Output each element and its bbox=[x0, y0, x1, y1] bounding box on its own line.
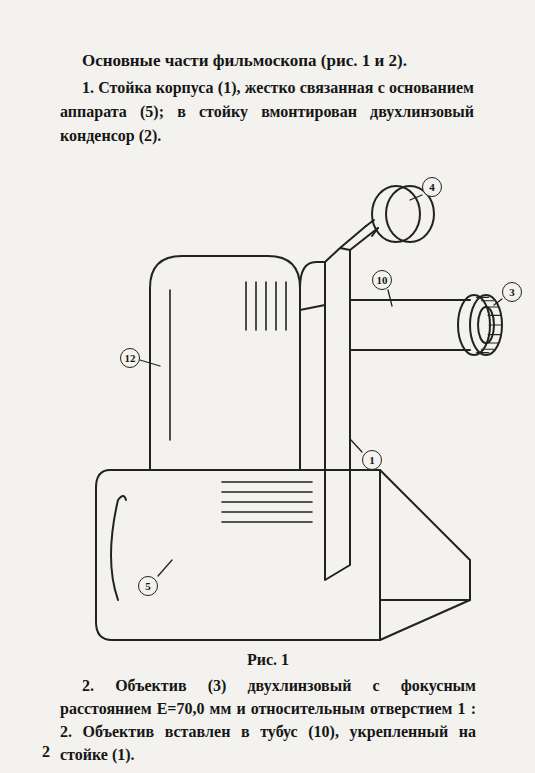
ring-stalk bbox=[366, 220, 378, 236]
knurl-line bbox=[485, 342, 497, 343]
housing-ribs bbox=[170, 282, 286, 440]
knurl-line bbox=[482, 300, 494, 301]
base bbox=[96, 470, 470, 640]
callout-text: 5 bbox=[145, 580, 151, 592]
base-louvers bbox=[222, 482, 312, 522]
knurl-line bbox=[488, 315, 500, 316]
leader-lines bbox=[140, 195, 502, 576]
callout-number: 12 bbox=[120, 348, 140, 368]
condenser-ring bbox=[372, 186, 420, 242]
section-heading: Основные части фильмоскопа (рис. 1 и 2). bbox=[82, 50, 502, 72]
knurl-line bbox=[488, 334, 500, 335]
callout-number: 3 bbox=[502, 282, 522, 302]
lens-knurling bbox=[477, 297, 501, 352]
stand bbox=[325, 250, 350, 580]
callout-text: 4 bbox=[429, 181, 435, 193]
stand-arm bbox=[325, 226, 378, 262]
callout-text: 12 bbox=[125, 352, 136, 364]
page-number: 2 bbox=[42, 742, 50, 762]
figure-caption: Рис. 1 bbox=[247, 650, 289, 670]
housing-side bbox=[300, 262, 325, 470]
callout-text: 3 bbox=[509, 286, 515, 298]
knurl-line bbox=[477, 352, 489, 353]
callout-text: 1 bbox=[369, 454, 375, 466]
callout-number: 10 bbox=[372, 270, 392, 290]
callout-text: 10 bbox=[377, 274, 388, 286]
lens-tube bbox=[300, 300, 470, 350]
base-grip bbox=[111, 496, 126, 600]
callout-number: 4 bbox=[422, 177, 442, 197]
paragraph: 2. Объектив (3) двухлинзовый с фокусным … bbox=[60, 674, 476, 766]
knurl-line bbox=[489, 324, 501, 325]
lamp-housing bbox=[150, 256, 300, 470]
paragraph: 1. Стойка корпуса (1), жестко связанная … bbox=[60, 76, 474, 148]
objective-lens bbox=[470, 295, 502, 355]
knurl-line bbox=[477, 297, 489, 298]
knurl-line bbox=[485, 306, 497, 307]
callout-number: 5 bbox=[138, 576, 158, 596]
knurl-line bbox=[482, 349, 494, 350]
callout-number: 1 bbox=[362, 450, 382, 470]
base-edge bbox=[380, 470, 470, 640]
